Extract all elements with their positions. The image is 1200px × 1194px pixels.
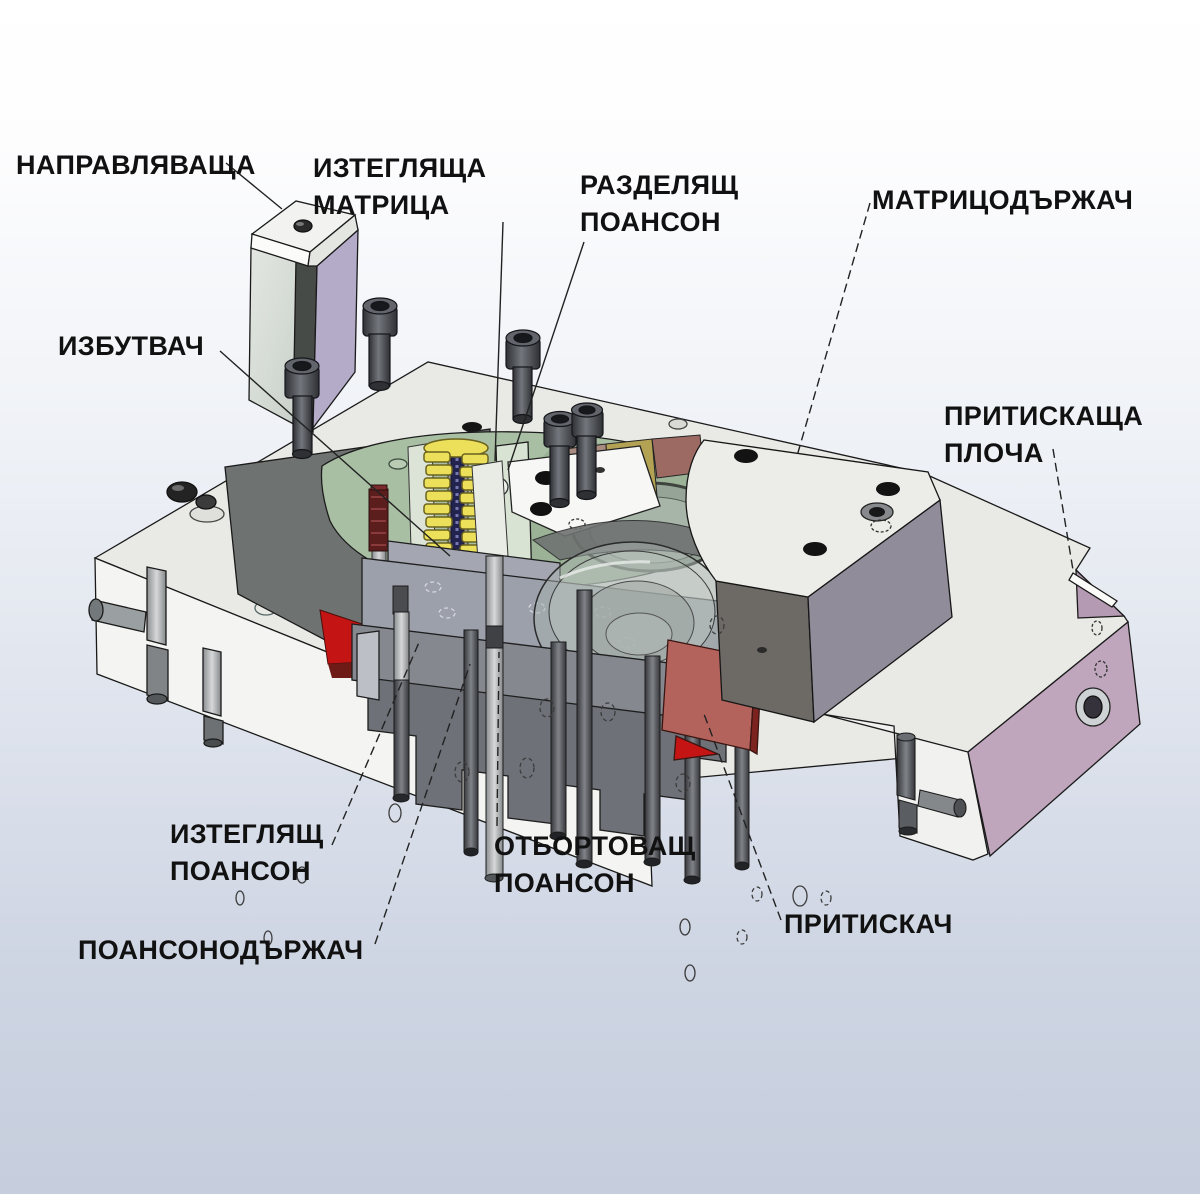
label-line: ПРИТИСКАЩА bbox=[944, 401, 1144, 431]
corner-notch-sliver bbox=[1068, 572, 1118, 608]
label-line: ОТБОРТОВАЩ bbox=[494, 831, 696, 861]
edge-bolt-head bbox=[166, 481, 198, 503]
leader-blank-holder bbox=[703, 713, 782, 921]
label-line: МАТРИЦОДЪРЖАЧ bbox=[872, 185, 1134, 215]
label-line: ПОАНСОН bbox=[580, 207, 721, 237]
leader-flanging-punch bbox=[496, 651, 500, 827]
leader-drawing-punch bbox=[331, 639, 421, 846]
top-hole bbox=[462, 422, 482, 432]
label-pressure-plate: ПРИТИСКАЩА ПЛОЧА bbox=[944, 398, 1143, 472]
leader-punch-holder bbox=[374, 663, 471, 945]
label-flanging-punch: ОТБОРТОВАЩ ПОАНСОН bbox=[494, 828, 696, 902]
left-guide-pin-2 bbox=[202, 647, 224, 748]
cap-screws bbox=[284, 297, 604, 509]
label-line: ИЗБУТВАЧ bbox=[58, 331, 205, 361]
label-drawing-die: ИЗТЕГЛЯЩА МАТРИЦА bbox=[313, 150, 486, 224]
cap-screw bbox=[362, 297, 398, 392]
left-guide-pin bbox=[146, 566, 169, 705]
punch-rods bbox=[392, 555, 750, 885]
spring-collar bbox=[471, 460, 509, 563]
label-line: ПОАНСОН bbox=[494, 868, 635, 898]
label-blank-holder: ПРИТИСКАЧ bbox=[784, 906, 953, 943]
label-separating-punch: РАЗДЕЛЯЩ ПОАНСОН bbox=[580, 167, 738, 241]
drawn-bowl-part bbox=[531, 520, 731, 695]
leader-guide-pillar bbox=[225, 162, 283, 210]
leader-drawing-die bbox=[494, 221, 504, 462]
label-line: ПОАНСОН bbox=[170, 856, 311, 886]
leader-ejector bbox=[219, 350, 451, 557]
left-stop-pin bbox=[88, 598, 147, 633]
hidden-holes bbox=[235, 615, 832, 982]
label-punch-holder: ПОАНСОНОДЪРЖАЧ bbox=[78, 932, 364, 969]
label-line: ИЗТЕГЛЯЩА bbox=[313, 153, 487, 183]
label-guide-pillar: НАПРАВЛЯВАЩА bbox=[16, 147, 256, 184]
cap-screw bbox=[570, 402, 604, 501]
leader-separating-punch bbox=[507, 241, 585, 471]
label-drawing-punch: ИЗТЕГЛЯЩ ПОАНСОН bbox=[170, 816, 324, 890]
label-die-holder: МАТРИЦОДЪРЖАЧ bbox=[872, 182, 1133, 219]
cap-screw bbox=[284, 357, 320, 460]
label-line: ПОАНСОНОДЪРЖАЧ bbox=[78, 935, 364, 965]
die-holder-block bbox=[685, 439, 953, 724]
label-line: ПРИТИСКАЧ bbox=[784, 909, 953, 939]
cap-screw bbox=[505, 329, 541, 425]
base-plate-lavender-face bbox=[967, 620, 1141, 858]
label-line: ИЗТЕГЛЯЩ bbox=[170, 819, 324, 849]
block-top-face bbox=[685, 439, 941, 598]
label-line: МАТРИЦА bbox=[313, 190, 450, 220]
leader-lines bbox=[219, 162, 1074, 945]
label-line: НАПРАВЛЯВАЩА bbox=[16, 150, 256, 180]
leader-pressure-plate bbox=[1052, 448, 1074, 571]
right-pins bbox=[896, 732, 967, 836]
label-ejector: ИЗБУТВАЧ bbox=[58, 328, 204, 365]
label-line: РАЗДЕЛЯЩ bbox=[580, 170, 739, 200]
label-line: ПЛОЧА bbox=[944, 438, 1044, 468]
leader-die-holder bbox=[796, 202, 871, 457]
cap-screw bbox=[543, 410, 577, 509]
